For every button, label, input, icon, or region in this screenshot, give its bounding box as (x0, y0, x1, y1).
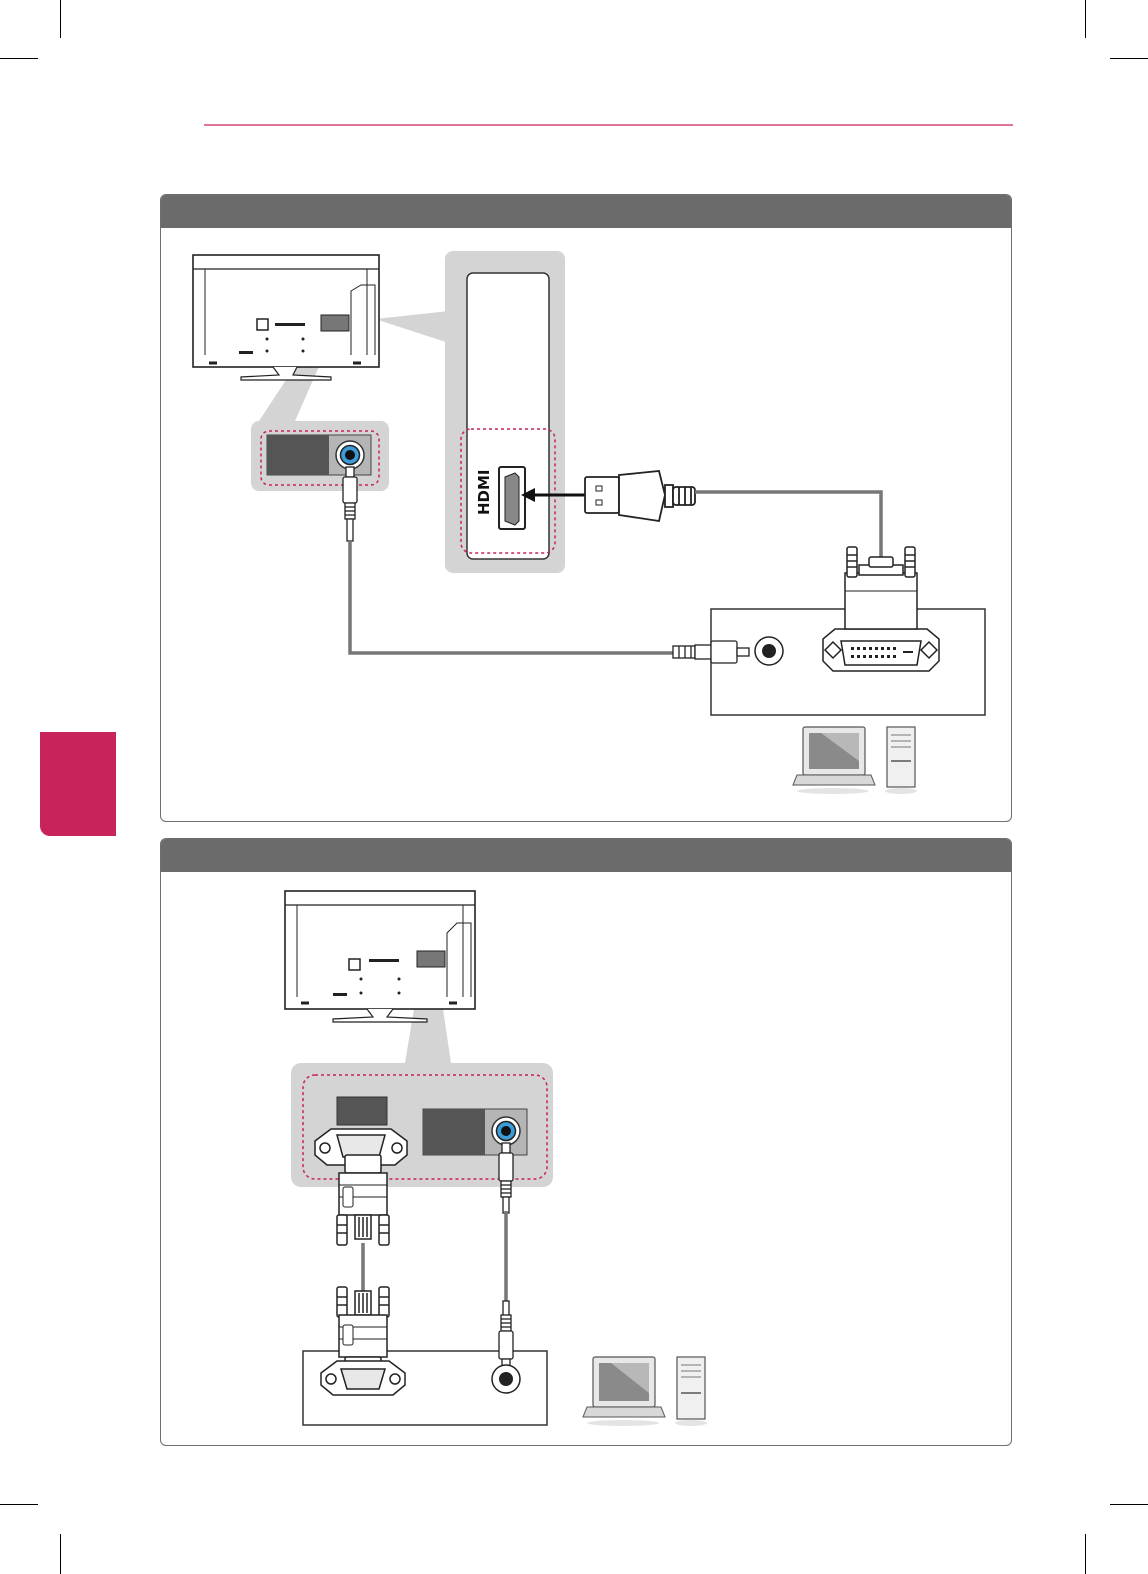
dvi-plug (845, 547, 917, 629)
audio-plug-tv (499, 1143, 513, 1213)
hdmi-dvi-connection-panel: HDMI (160, 194, 1012, 822)
hdmi-port-label: HDMI (475, 469, 493, 515)
laptop-icon (793, 727, 875, 794)
crop-mark (0, 58, 38, 59)
rgb-plug-pc (337, 1287, 389, 1371)
crop-mark (1085, 0, 1086, 38)
desktop-tower-icon (885, 727, 917, 794)
hdmi-dvi-diagram: HDMI (161, 195, 1012, 822)
audio-plug-tv (343, 467, 357, 541)
rgb-diagram (161, 839, 1012, 1446)
crop-mark (60, 1534, 61, 1574)
crop-mark (1085, 1534, 1086, 1574)
crop-mark (1110, 1504, 1148, 1505)
tv-rear-icon (285, 891, 475, 1022)
callout-wedge (375, 311, 449, 343)
hdmi-plug (585, 471, 695, 521)
desktop-tower-icon (675, 1357, 707, 1426)
pc-rgb-port (321, 1361, 405, 1395)
header-rule (204, 124, 1013, 126)
crop-mark (1110, 58, 1148, 59)
tv-rear-icon (193, 255, 379, 380)
pc-dvi-port (823, 629, 939, 671)
audio-plug-pc (673, 641, 749, 663)
laptop-icon (583, 1357, 665, 1426)
crop-mark (0, 1504, 38, 1505)
crop-mark (60, 0, 61, 38)
section-tab (40, 732, 116, 836)
rgb-plug-tv (337, 1155, 389, 1245)
rgb-connection-panel (160, 838, 1012, 1446)
